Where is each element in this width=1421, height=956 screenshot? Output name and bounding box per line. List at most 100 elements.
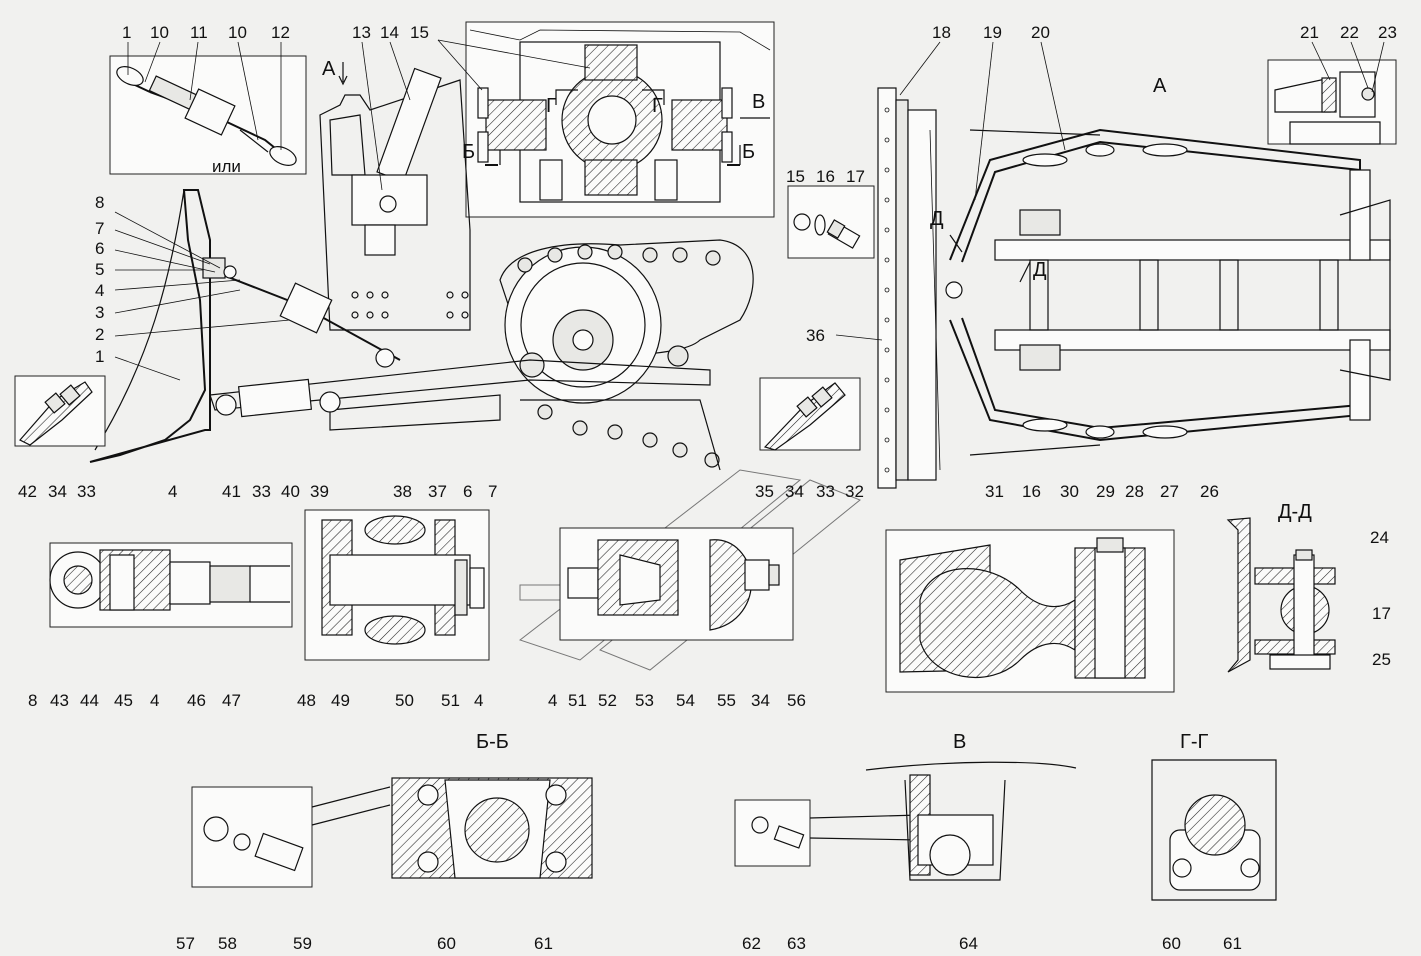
section-arrows: А В Г Г Б Б Д Д <box>322 58 1047 283</box>
callout-10a: 10 <box>150 23 169 42</box>
callout-4c: 4 <box>150 691 159 710</box>
callout-2: 2 <box>95 325 104 344</box>
callout-33a: 33 <box>77 482 96 501</box>
callout-57: 57 <box>176 934 195 953</box>
callout-10b: 10 <box>228 23 247 42</box>
callout-13: 13 <box>352 23 371 42</box>
callout-17b: 17 <box>1372 604 1391 623</box>
callout-27: 27 <box>1160 482 1179 501</box>
track-links <box>517 244 721 468</box>
callout-4-tr: 23 <box>1378 23 1397 42</box>
callout-35: 35 <box>755 482 774 501</box>
callout-7b: 7 <box>488 482 497 501</box>
arrow-a-label: А <box>322 58 336 80</box>
callout-52: 52 <box>598 691 617 710</box>
callout-5: 5 <box>95 260 104 279</box>
callout-62: 62 <box>742 934 761 953</box>
blade-front-view <box>877 87 937 489</box>
callout-39: 39 <box>310 482 329 501</box>
callout-14: 14 <box>380 23 399 42</box>
detail-hinge-top <box>465 21 775 218</box>
callout-41: 41 <box>222 482 241 501</box>
arrow-g1-label: Г <box>546 95 557 117</box>
callout-16b: 16 <box>1022 482 1041 501</box>
detail-rod-end <box>49 542 293 628</box>
detail-ball-joint <box>559 527 794 641</box>
grille-dots <box>351 291 469 319</box>
detail-turnbuckle <box>109 55 307 175</box>
callout-6: 6 <box>95 239 104 258</box>
view-v-title: В <box>953 731 966 753</box>
callout-1: 1 <box>95 347 104 366</box>
callout-25: 25 <box>1372 650 1391 669</box>
view-a-title: А <box>1153 75 1167 97</box>
callout-9: 1 <box>122 23 131 42</box>
callout-46: 46 <box>187 691 206 710</box>
callout-37: 37 <box>428 482 447 501</box>
view-a-plan <box>929 128 1391 471</box>
callout-24: 24 <box>1370 528 1389 547</box>
callout-44: 44 <box>80 691 99 710</box>
callout-54: 54 <box>676 691 695 710</box>
section-bb <box>191 777 593 888</box>
leader-lines <box>114 39 1385 381</box>
callout-53: 53 <box>635 691 654 710</box>
callout-49: 49 <box>331 691 350 710</box>
view-v <box>734 761 1077 881</box>
callout-47: 47 <box>222 691 241 710</box>
callout-29: 29 <box>1096 482 1115 501</box>
detail-ball-socket <box>885 529 1175 693</box>
callout-38: 38 <box>393 482 412 501</box>
callout-33c: 33 <box>816 482 835 501</box>
section-dd <box>1226 517 1336 673</box>
callout-19: 18 <box>932 23 951 42</box>
section-gg-title: Г-Г <box>1180 731 1208 753</box>
callout-32: 32 <box>845 482 864 501</box>
callout-11: 11 <box>190 23 208 42</box>
callout-30: 30 <box>1060 482 1079 501</box>
callout-8b: 8 <box>28 691 37 710</box>
callout-48: 48 <box>297 691 316 710</box>
callout-33b: 33 <box>252 482 271 501</box>
blade-bolt-holes <box>884 107 890 473</box>
callout-4d: 4 <box>474 691 483 710</box>
callout-61a: 61 <box>534 934 553 953</box>
callout-22: 21 <box>1300 23 1319 42</box>
detail-pin-48-51 <box>304 509 490 661</box>
callout-28: 28 <box>1125 482 1144 501</box>
callout-26: 26 <box>1200 482 1219 501</box>
callout-59: 59 <box>293 934 312 953</box>
callout-58: 58 <box>218 934 237 953</box>
arrow-bsec2-label: Б <box>742 141 755 163</box>
callout-labels: 1 10 11 10 12 или 13 14 15 8 7 6 5 4 3 2… <box>18 23 1397 953</box>
arrow-d1-label: Д <box>930 208 944 230</box>
callout-51a: 51 <box>441 691 460 710</box>
callout-4b: 4 <box>168 482 177 501</box>
detail-mount-22 <box>1267 59 1397 145</box>
callout-4: 4 <box>95 281 104 300</box>
callout-61b: 61 <box>1223 934 1242 953</box>
callout-42: 42 <box>18 482 37 501</box>
callout-16a: 15 <box>786 167 805 186</box>
callout-21: 20 <box>1031 23 1050 42</box>
callout-63: 63 <box>787 934 806 953</box>
callout-55: 55 <box>717 691 736 710</box>
side-view-bulldozer <box>89 67 754 471</box>
callout-40: 40 <box>281 482 300 501</box>
detail-bolt-16-18 <box>787 185 875 259</box>
arrow-d2-label: Д <box>1033 259 1047 281</box>
detail-cutting-edge-left <box>14 375 106 447</box>
callout-17a: 16 <box>816 167 835 186</box>
callout-12: 12 <box>271 23 290 42</box>
arrow-bsec1-label: Б <box>462 141 475 163</box>
section-bb-title: Б-Б <box>476 731 509 753</box>
callout-60a: 60 <box>437 934 456 953</box>
callout-56: 56 <box>787 691 806 710</box>
arrow-v-label: В <box>752 91 765 113</box>
section-gg <box>1151 759 1277 901</box>
callout-43: 43 <box>50 691 69 710</box>
callout-50: 50 <box>395 691 414 710</box>
callout-34a: 34 <box>48 482 67 501</box>
callout-31: 31 <box>985 482 1004 501</box>
